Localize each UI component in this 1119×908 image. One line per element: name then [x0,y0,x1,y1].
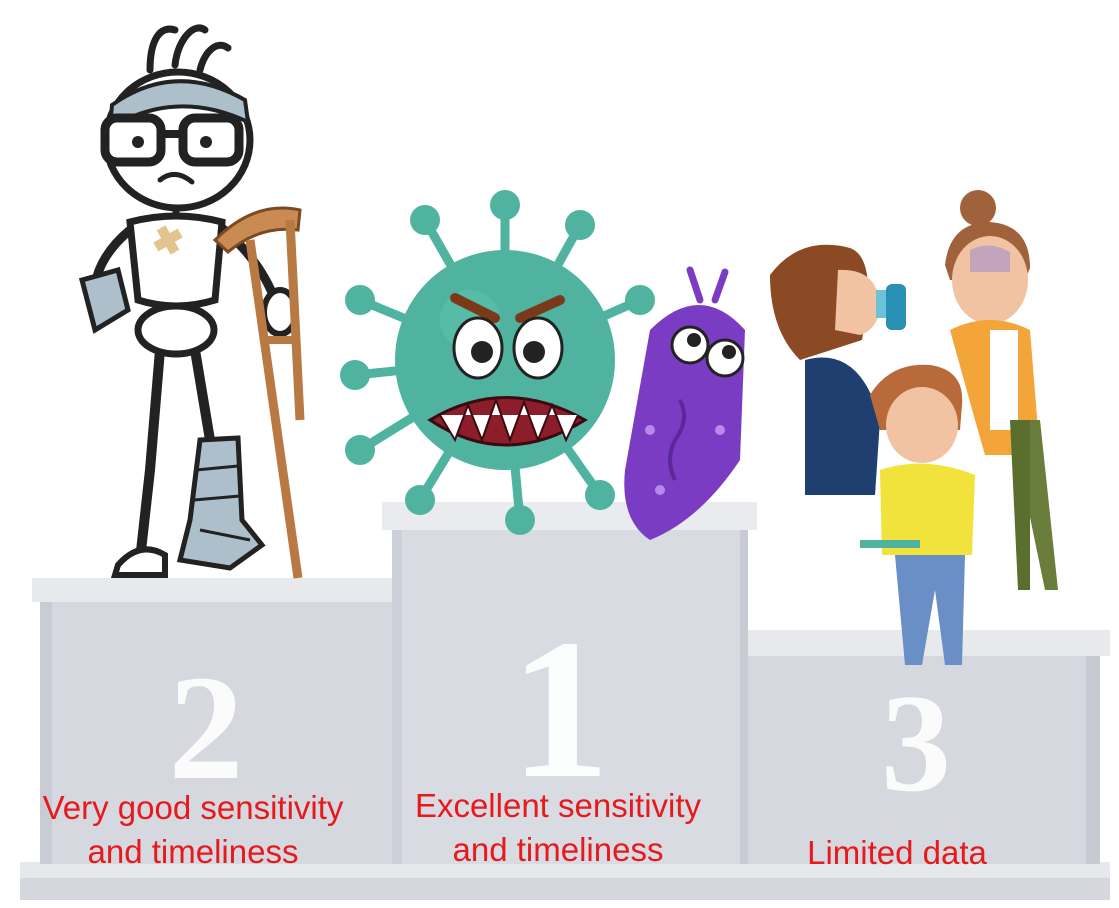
asthma-woman-with-inhaler-illustration [770,244,906,495]
rank-number-third: 3 [881,666,951,821]
caption-second-place: Very good sensitivity and timeliness [18,786,368,874]
caption-first-place: Excellent sensitivity and timeliness [392,784,724,872]
caption-third-place: Limited data [782,831,1012,875]
injured-stick-figure-illustration [78,24,305,579]
sick-woman-illustration [945,190,1058,590]
caption-third-line1: Limited data [807,834,987,871]
child-with-insulin-pen-illustration [860,364,975,665]
rank-number-second: 2 [169,645,244,811]
bacteria-character-illustration [624,266,745,540]
caption-first-line2: and timeliness [452,831,664,868]
podium-base [20,862,1110,900]
rank-number-first: 1 [510,599,610,820]
caption-first-line1: Excellent sensitivity [414,787,702,824]
podium-block-second [32,578,395,864]
caption-second-line2: and timeliness [87,833,299,870]
podium-block-third [748,630,1110,864]
caption-second-line1: Very good sensitivity [42,789,344,826]
virus-character-illustration [340,190,655,535]
